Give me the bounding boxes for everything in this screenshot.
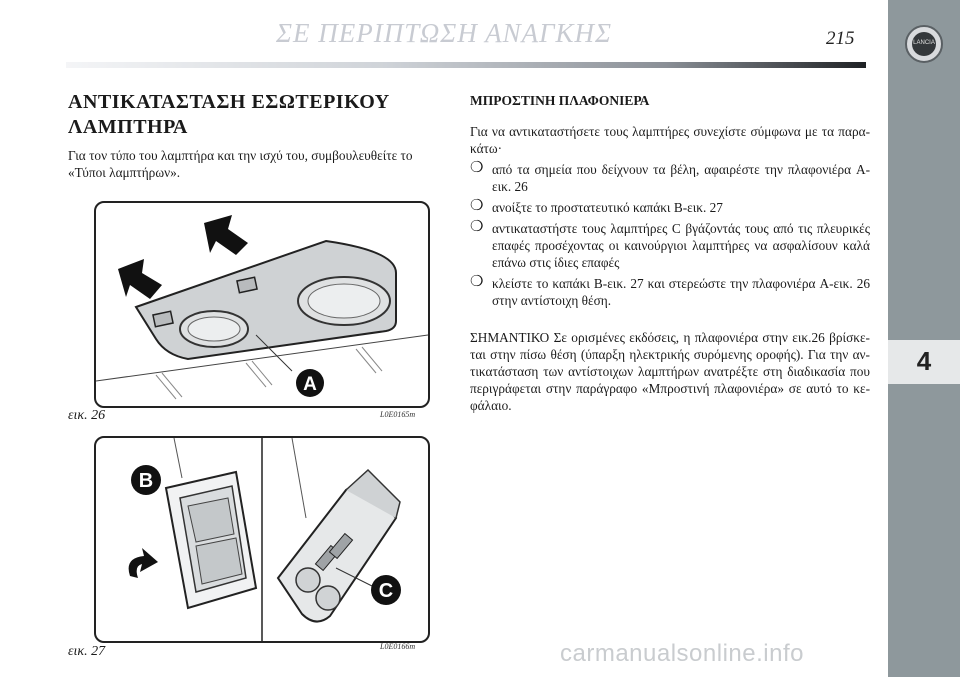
step-text: από τα σημεία που δείχνουν τα βέλη, αφαι… [492, 162, 870, 194]
callout-b-icon [131, 465, 161, 495]
lamp-replacement-illustration: B C [128, 438, 401, 641]
cover-panel [164, 438, 258, 610]
callout-c-icon [371, 575, 401, 605]
section-heading: ΑΝΤΙΚΑΤΑΣΤΑΣΗ ΕΣΩΤΕΡΙΚΟΥ ΛΑΜΠΤΗΡΑ [68, 90, 448, 140]
chapter-number: 4 [916, 346, 932, 376]
right-column: ΜΠΡΟΣΤΙΝΗ ΠΛΑΦΟΝΙΕΡΑ Για να αντικαταστήσ… [470, 92, 870, 414]
bullet-circle-icon: ❍ [470, 274, 484, 290]
running-header-title: ΣΕ ΠΕΡΙΠΤΩΣΗ ΑΝΑΓΚΗΣ [275, 18, 613, 48]
bullet-circle-icon: ❍ [470, 160, 484, 176]
important-note: ΣΗΜΑΝΤΙΚΟ Σε ορισμένες εκδόσεις, η πλαφο… [470, 330, 870, 413]
bullet-circle-icon: ❍ [470, 219, 484, 235]
figure-27-caption: εικ. 27 [68, 644, 106, 659]
list-item: ❍ κλείστε το καπάκι B-εικ. 27 και στερεώσ… [470, 274, 870, 309]
dome-light-illustration: A [96, 215, 428, 400]
section-heading-line1: ΑΝΤΙΚΑΤΑΣΤΑΣΗ ΕΣΩΤΕΡΙΚΟΥ [68, 91, 390, 113]
page-number: 215 [826, 28, 855, 49]
chapter-sidebar [888, 0, 960, 677]
subsection-intro: Για να αντικαταστήσετε τους λαμπτήρες συ… [470, 124, 870, 156]
section-heading-line2: ΛΑΜΠΤΗΡΑ [68, 116, 188, 138]
figure-27-code: L0E0166m [380, 642, 416, 651]
figure-26-code: L0E0165m [380, 410, 416, 419]
step-text: αντικαταστήστε τους λαμπτήρες C βγάζοντά… [492, 221, 870, 270]
chapter-tab[interactable]: 4 [888, 340, 960, 384]
section-intro: Για τον τύπο του λαμπτήρα και την ισχύ τ… [68, 148, 413, 180]
callout-c-label: C [379, 580, 393, 602]
step-text: κλείστε το καπάκι B-εικ. 27 και στερεώστ… [492, 276, 870, 308]
subsection-heading: ΜΠΡΟΣΤΙΝΗ ΠΛΑΦΟΝΙΕΡΑ [470, 93, 650, 108]
lancia-logo: LANCIA [905, 25, 943, 63]
figure-26-caption: εικ. 26 [68, 408, 106, 423]
callout-a-icon [296, 369, 324, 397]
rotate-arrow-icon [128, 548, 158, 578]
callout-a-label: A [303, 374, 317, 395]
figure-26: A [94, 201, 430, 408]
left-column: ΑΝΤΙΚΑΤΑΣΤΑΣΗ ΕΣΩΤΕΡΙΚΟΥ ΛΑΜΠΤΗΡΑ Για το… [68, 90, 448, 181]
list-item: ❍ από τα σημεία που δείχνουν τα βέλη, αφα… [470, 160, 870, 195]
logo-text: LANCIA [913, 40, 935, 46]
list-item: ❍ ανοίξτε το προστατευτικό καπάκι B-εικ. … [470, 198, 870, 216]
watermark: carmanualsonline.info [560, 640, 804, 667]
procedure-steps: ❍ από τα σημεία που δείχνουν τα βέλη, αφα… [470, 160, 870, 309]
list-item: ❍ αντικαταστήστε τους λαμπτήρες C βγάζοντ… [470, 219, 870, 271]
logo-badge-icon: LANCIA [912, 32, 936, 56]
bullet-circle-icon: ❍ [470, 198, 484, 214]
header-divider [66, 62, 866, 68]
lamp-housing [276, 438, 401, 623]
figure-27: B C [94, 436, 430, 643]
step-text: ανοίξτε το προστατευτικό καπάκι B-εικ. 2… [492, 200, 723, 215]
callout-b-label: B [139, 470, 153, 492]
